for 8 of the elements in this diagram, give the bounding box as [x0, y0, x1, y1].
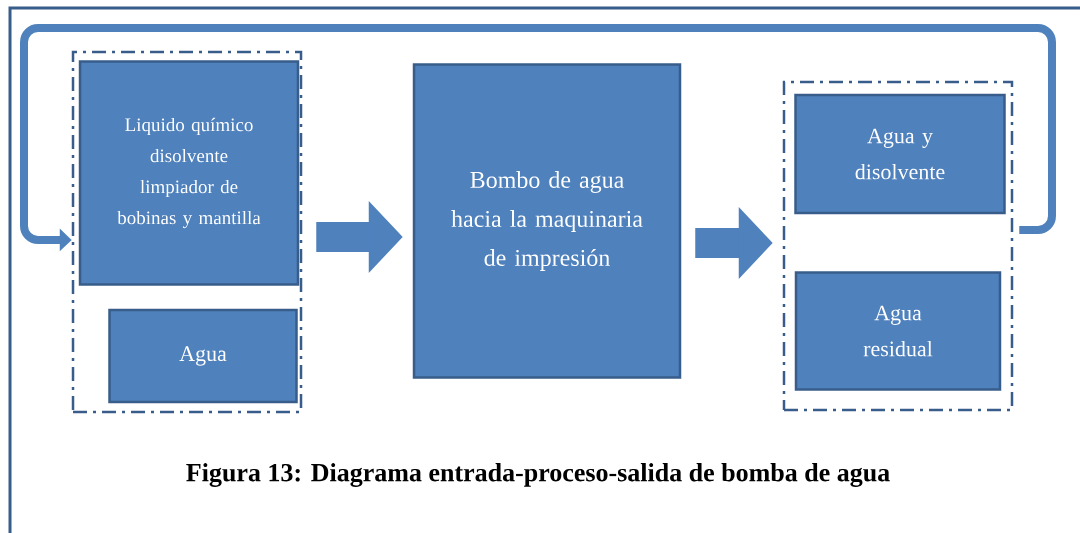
process-box: Agua residual: [794, 271, 1002, 391]
process-box: Agua: [108, 308, 298, 404]
group-frame: [782, 80, 1014, 412]
process-box: Liquido químico disolvente limpiador de bobinas y mantilla: [78, 60, 300, 286]
process-box: Bombo de agua hacia la maquinaria de impresión: [412, 63, 682, 379]
group-frame: [71, 50, 303, 414]
process-box: Agua y disolvente: [794, 93, 1006, 215]
caption: Figura 13: Diagrama entrada-proceso-salida de bomba de agua: [186, 463, 890, 487]
